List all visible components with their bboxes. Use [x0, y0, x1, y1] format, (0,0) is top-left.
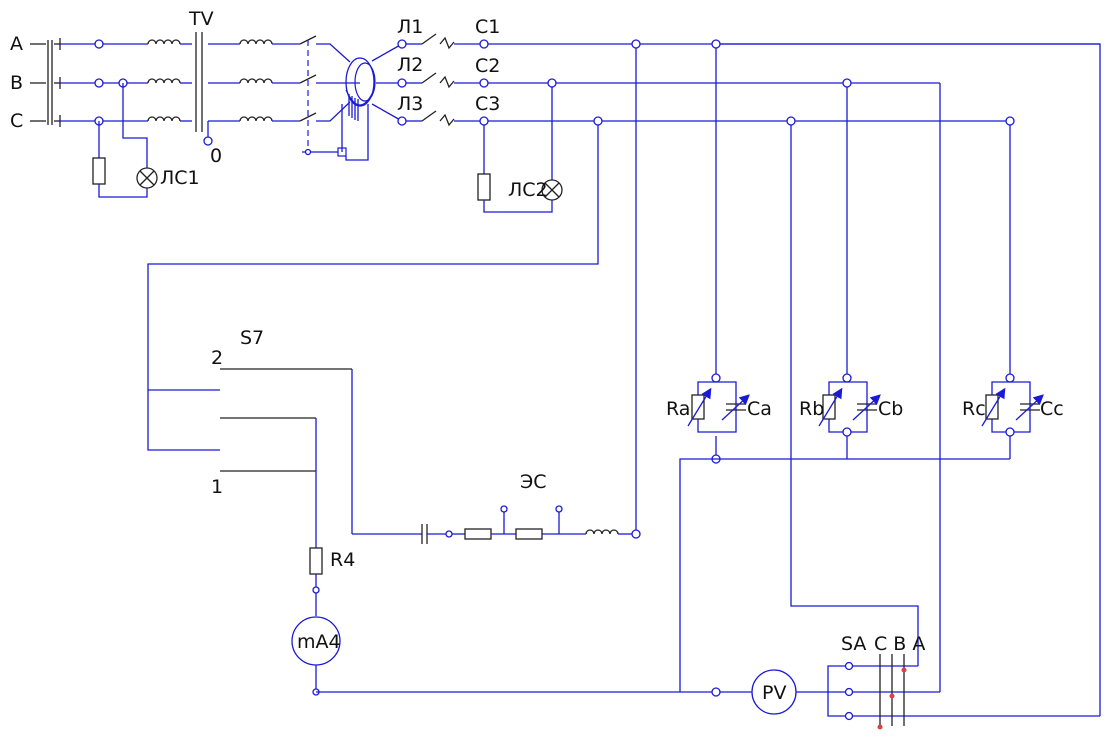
- output-c3-label: С3: [475, 93, 500, 115]
- resistor-r4-label: R4: [330, 549, 355, 571]
- phase-c-label: C: [10, 110, 23, 132]
- switch-s7-pos2-label: 2: [211, 347, 223, 369]
- three-phase-breaker: [299, 35, 347, 157]
- selector-sa-label: SA: [841, 633, 866, 655]
- switch-s7-label: S7: [240, 327, 264, 349]
- cb-label: Cb: [878, 398, 903, 420]
- lamp-ls2-icon: [541, 179, 563, 201]
- output-c1-label: С1: [475, 16, 500, 38]
- current-transformer: [316, 43, 403, 161]
- phase-b-label: B: [10, 72, 23, 94]
- selector-sa: [720, 43, 1101, 730]
- return-bus: [316, 458, 1010, 697]
- output-bus-nodes: [479, 39, 489, 126]
- s7-feed-wire: [147, 125, 599, 451]
- selector-phases-label: С В А: [874, 633, 925, 655]
- switch-l3-label: Л3: [397, 93, 423, 115]
- cc-label: Cc: [1040, 398, 1064, 420]
- ra-label: Ra: [666, 398, 690, 420]
- rb-cb-network: [818, 87, 881, 459]
- es-label: ЭС: [520, 471, 547, 493]
- main-bus-lines: [488, 39, 1100, 126]
- phase-a-label: A: [10, 33, 23, 55]
- milliammeter-ma4: mA4: [291, 616, 341, 696]
- milliammeter-label: mA4: [297, 631, 341, 653]
- switch-l1-label: Л1: [397, 16, 423, 38]
- voltmeter-label: PV: [762, 682, 786, 704]
- output-switches: [397, 33, 480, 127]
- es-component-chain: [352, 48, 641, 544]
- lamp-ls1-icon: [136, 167, 158, 189]
- neutral-label: 0: [210, 145, 222, 167]
- transformer-primary-coils: [147, 39, 192, 122]
- rc-label: Rc: [962, 398, 986, 420]
- voltmeter-pv: PV: [751, 669, 828, 715]
- lamp-ls2-circuit: [477, 87, 553, 213]
- switch-l2-label: Л2: [397, 54, 423, 76]
- switch-s7-pos1-label: 1: [211, 476, 223, 498]
- output-c2-label: С2: [475, 55, 500, 77]
- transformer-core: [195, 32, 213, 146]
- lamp-ls2-label: ЛС2: [508, 179, 548, 201]
- lamp-ls1-circuit: [92, 83, 148, 198]
- switch-s7: [220, 368, 353, 548]
- transformer-secondary-coils: [208, 39, 300, 122]
- rc-cc-network: [981, 125, 1044, 459]
- input-phase-lines: [30, 38, 148, 127]
- rb-label: Rb: [799, 398, 824, 420]
- lamp-ls1-label: ЛС1: [160, 167, 200, 189]
- ra-ca-network: [687, 48, 750, 464]
- transformer-label: TV: [188, 8, 214, 30]
- ca-label: Ca: [747, 398, 772, 420]
- resistor-r4: [309, 547, 323, 616]
